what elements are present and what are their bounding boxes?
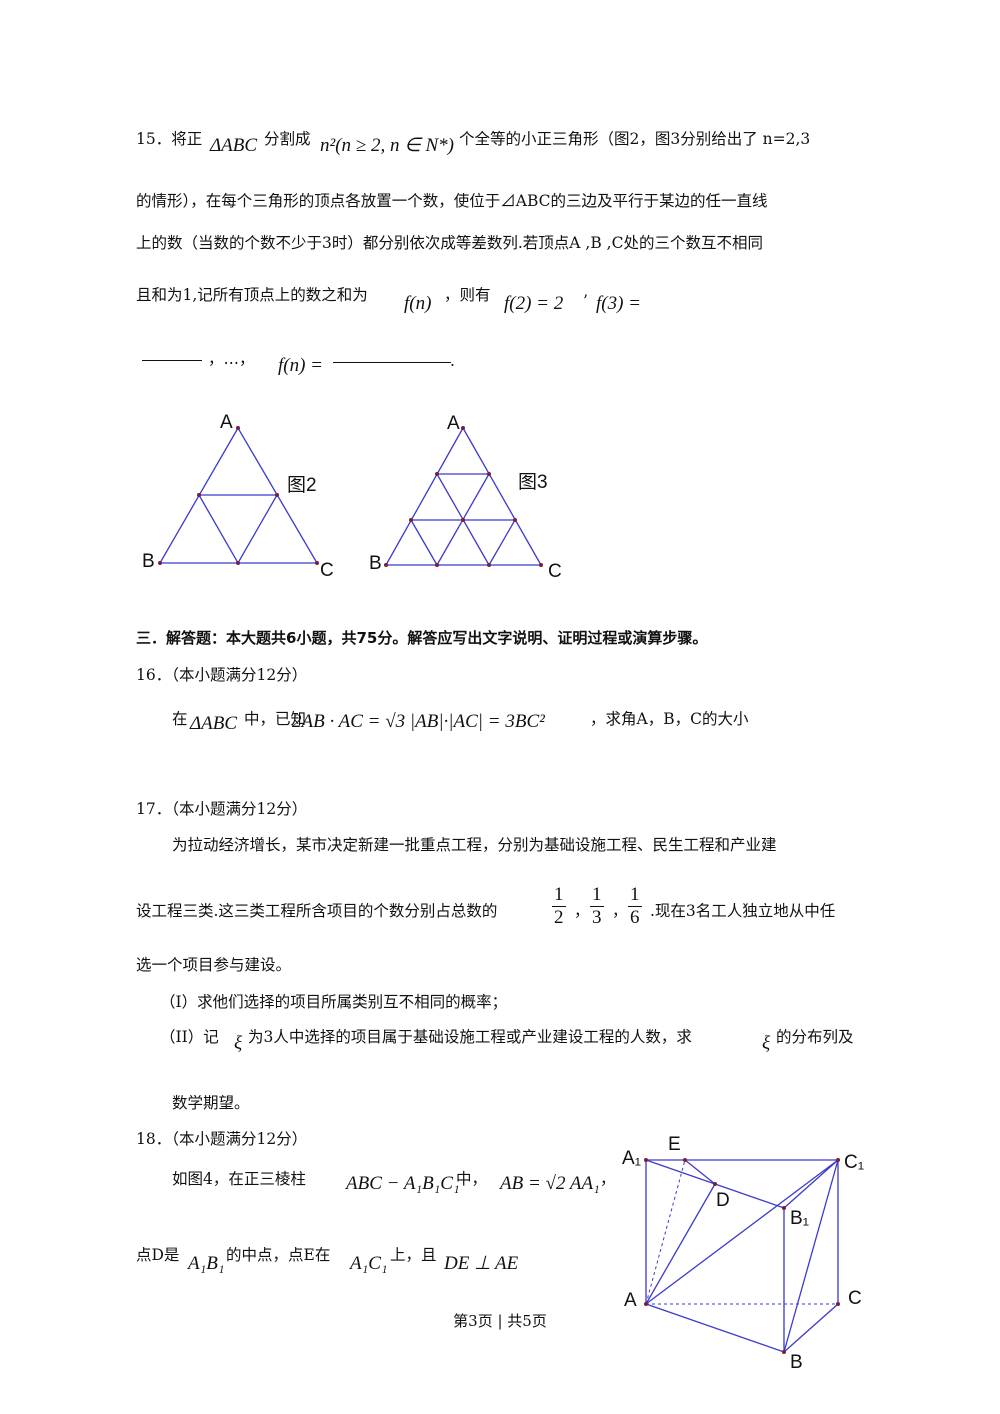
q16-vector-condition: 2AB · AC = √3 |AB|·|AC| = 3BC² xyxy=(292,711,545,732)
fig2-label-a: A xyxy=(220,412,233,433)
q15-line4-then: ，则有 xyxy=(444,286,491,304)
fig2-vertex-c xyxy=(315,561,319,565)
q18-perp-condition: DE ⊥ AE xyxy=(444,1253,519,1274)
q17-part2-start: （II）记 xyxy=(160,1028,219,1046)
q17-xi-1: ξ xyxy=(234,1033,243,1054)
q15-blank-f3[interactable] xyxy=(142,360,202,361)
fig2-midpoint-bc xyxy=(236,561,240,565)
q18-a1b1: A₁B₁ xyxy=(188,1253,225,1274)
q17-part2-mid: 为3人中选择的项目属于基础设施工程或产业建设工程的人数，求 xyxy=(248,1028,692,1046)
fig4-label-b: B xyxy=(790,1352,803,1373)
fig3-label-c: C xyxy=(548,561,562,582)
q15-line4-text: 且和为1,记所有顶点上的数之和为 xyxy=(136,286,368,304)
q18-number: 18．（本小题满分12分） xyxy=(136,1130,308,1148)
q15-dots: ，…， xyxy=(208,350,255,368)
q18-line2-and: 上，且 xyxy=(390,1246,437,1264)
q16-mid: 中，已知 xyxy=(244,710,307,728)
fig2-midpoint-ab xyxy=(197,493,201,497)
q15-triangle-abc: ΔABC xyxy=(210,135,258,156)
q15-comma: ’ xyxy=(583,292,588,310)
q17-sep2: ， xyxy=(612,902,628,920)
fig4-label-b1: B₁ xyxy=(790,1208,810,1229)
q18-line2-mid: 的中点，点E在 xyxy=(226,1246,331,1264)
q16-number: 16．（本小题满分12分） xyxy=(136,666,308,684)
q15-blank-fn[interactable] xyxy=(333,362,451,363)
q16-triangle-abc: ΔABC xyxy=(190,713,238,734)
fig4-label-d: D xyxy=(716,1190,730,1211)
q18-line2-start: 点D是 xyxy=(136,1246,180,1264)
figure-2-triangle xyxy=(158,426,319,565)
fig2-caption: 图2 xyxy=(287,475,317,496)
q17-line2-rest: .现在3名工人独立地从中任 xyxy=(650,902,836,920)
q15-line3: 上的数（当数的个数不少于3时）都分别依次成等差数列.若顶点A ,B ,C处的三个… xyxy=(136,234,763,252)
figure-3-triangle xyxy=(384,426,543,567)
q16-post: ，求角A，B，C的大小 xyxy=(590,710,749,728)
q15-line2: 的情形），在每个三角形的顶点各放置一个数，使位于⊿ABC的三边及平行于某边的任一… xyxy=(136,192,768,210)
q18-line1-comma: ， xyxy=(600,1170,616,1188)
fig4-label-c: C xyxy=(848,1288,862,1309)
q15-fn-eq: f(n) = xyxy=(278,355,324,376)
fig3-label-a: A xyxy=(447,413,460,434)
q17-part2-expectation: 数学期望。 xyxy=(172,1094,250,1112)
q18-ab-ratio: AB = √2 AA₁ xyxy=(500,1173,600,1194)
q15-line1-rest: 个全等的小正三角形（图2，图3分别给出了 n=2,3 xyxy=(459,130,811,148)
q15-f3-eq: f(3) = xyxy=(596,293,642,314)
page-footer: 第3页 | 共5页 xyxy=(453,1312,547,1330)
section-3-heading: 三．解答题：本大题共6小题，共75分。解答应写出文字说明、证明过程或演算步骤。 xyxy=(136,629,708,647)
fig4-label-a1: A₁ xyxy=(622,1148,642,1169)
fig3-caption: 图3 xyxy=(518,472,548,493)
q15-period: . xyxy=(450,352,455,370)
fig3-outer-triangle xyxy=(384,426,543,566)
q17-part2-end: 的分布列及 xyxy=(776,1028,854,1046)
q17-line1: 为拉动经济增长，某市决定新建一批重点工程，分别为基础设施工程、民生工程和产业建 xyxy=(172,836,777,854)
fig4-label-e: E xyxy=(668,1134,681,1155)
fig2-vertex-a xyxy=(236,426,240,430)
q15-fn: f(n) xyxy=(404,293,432,314)
q17-sep1: ， xyxy=(574,902,590,920)
fig2-label-c: C xyxy=(320,560,334,581)
q16-pre: 在 xyxy=(172,710,188,728)
q18-line1-start: 如图4，在正三棱柱 xyxy=(172,1170,306,1188)
q17-xi-2: ξ xyxy=(762,1033,771,1054)
fig2-inner-triangle xyxy=(197,494,279,565)
q17-part1: （I）求他们选择的项目所属类别互不相同的概率； xyxy=(160,993,508,1011)
q15-f2-value: f(2) = 2 xyxy=(504,293,564,314)
fig4-label-c1: C₁ xyxy=(844,1152,865,1173)
figure-4-prism xyxy=(644,1158,840,1354)
q18-prism-expr: ABC − A₁B₁C₁ xyxy=(346,1173,460,1194)
q18-a1c1: A₁C₁ xyxy=(350,1253,388,1274)
fig2-label-b: B xyxy=(142,551,155,572)
q17-line3: 选一个项目参与建设。 xyxy=(136,956,292,974)
q18-line1-in: 中， xyxy=(456,1170,488,1188)
fig2-midpoint-ac xyxy=(275,493,279,497)
q15-number: 15．将正 xyxy=(136,130,203,148)
q17-number: 17．（本小题满分12分） xyxy=(136,800,308,818)
q15-split-text: 分割成 xyxy=(264,130,311,148)
q15-n-squared-expr: n²(n ≥ 2, n ∈ N*) xyxy=(320,135,455,156)
q17-line2-text: 设工程三类.这三类工程所含项目的个数分别占总数的 xyxy=(136,902,498,920)
fig2-vertex-b xyxy=(158,561,162,565)
fig4-label-a: A xyxy=(624,1290,637,1311)
fig3-label-b: B xyxy=(369,553,382,574)
